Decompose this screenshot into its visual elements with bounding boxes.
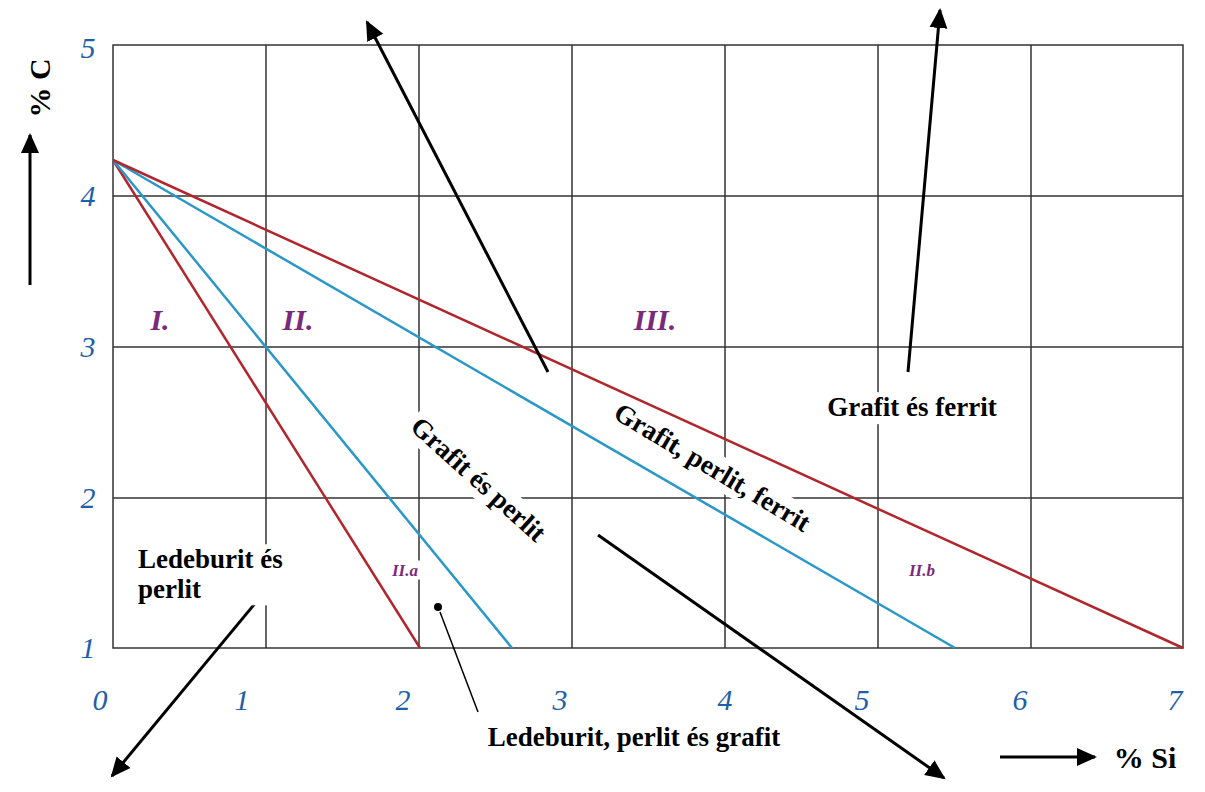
subregion-number: II.b bbox=[907, 561, 937, 580]
region-number: II. bbox=[283, 305, 314, 335]
axis-title: % Si bbox=[1111, 743, 1180, 773]
axis-number: 3 bbox=[553, 685, 568, 715]
axis-number: 1 bbox=[81, 633, 96, 663]
axis-number: 4 bbox=[718, 685, 733, 715]
boundary-lines bbox=[113, 160, 1183, 648]
axis-number: 7 bbox=[1168, 685, 1183, 715]
axis-number: 0 bbox=[93, 685, 108, 715]
axis-number: 5 bbox=[855, 685, 870, 715]
leader-line bbox=[434, 603, 478, 712]
axis-number: 6 bbox=[1013, 685, 1028, 715]
region-label: Grafit és perlit bbox=[401, 408, 555, 551]
region-label: Ledeburit és perlit bbox=[134, 544, 322, 605]
region-number: III. bbox=[634, 305, 677, 335]
axis-number: 3 bbox=[81, 332, 96, 362]
axis-number: 2 bbox=[81, 483, 96, 513]
axis-number: 2 bbox=[396, 685, 411, 715]
pointer-arrows bbox=[30, 10, 1095, 778]
region-number: I. bbox=[150, 305, 169, 335]
grid bbox=[113, 45, 1183, 648]
axis-title: % C bbox=[25, 55, 55, 120]
subregion-number: II.a bbox=[390, 561, 420, 580]
region-label: Ledeburit, perlit és grafit bbox=[484, 722, 784, 754]
axis-number: 4 bbox=[81, 181, 96, 211]
region-label: Grafit és ferrit bbox=[823, 392, 1000, 424]
axis-number: 5 bbox=[81, 33, 96, 63]
axis-number: 1 bbox=[235, 685, 250, 715]
